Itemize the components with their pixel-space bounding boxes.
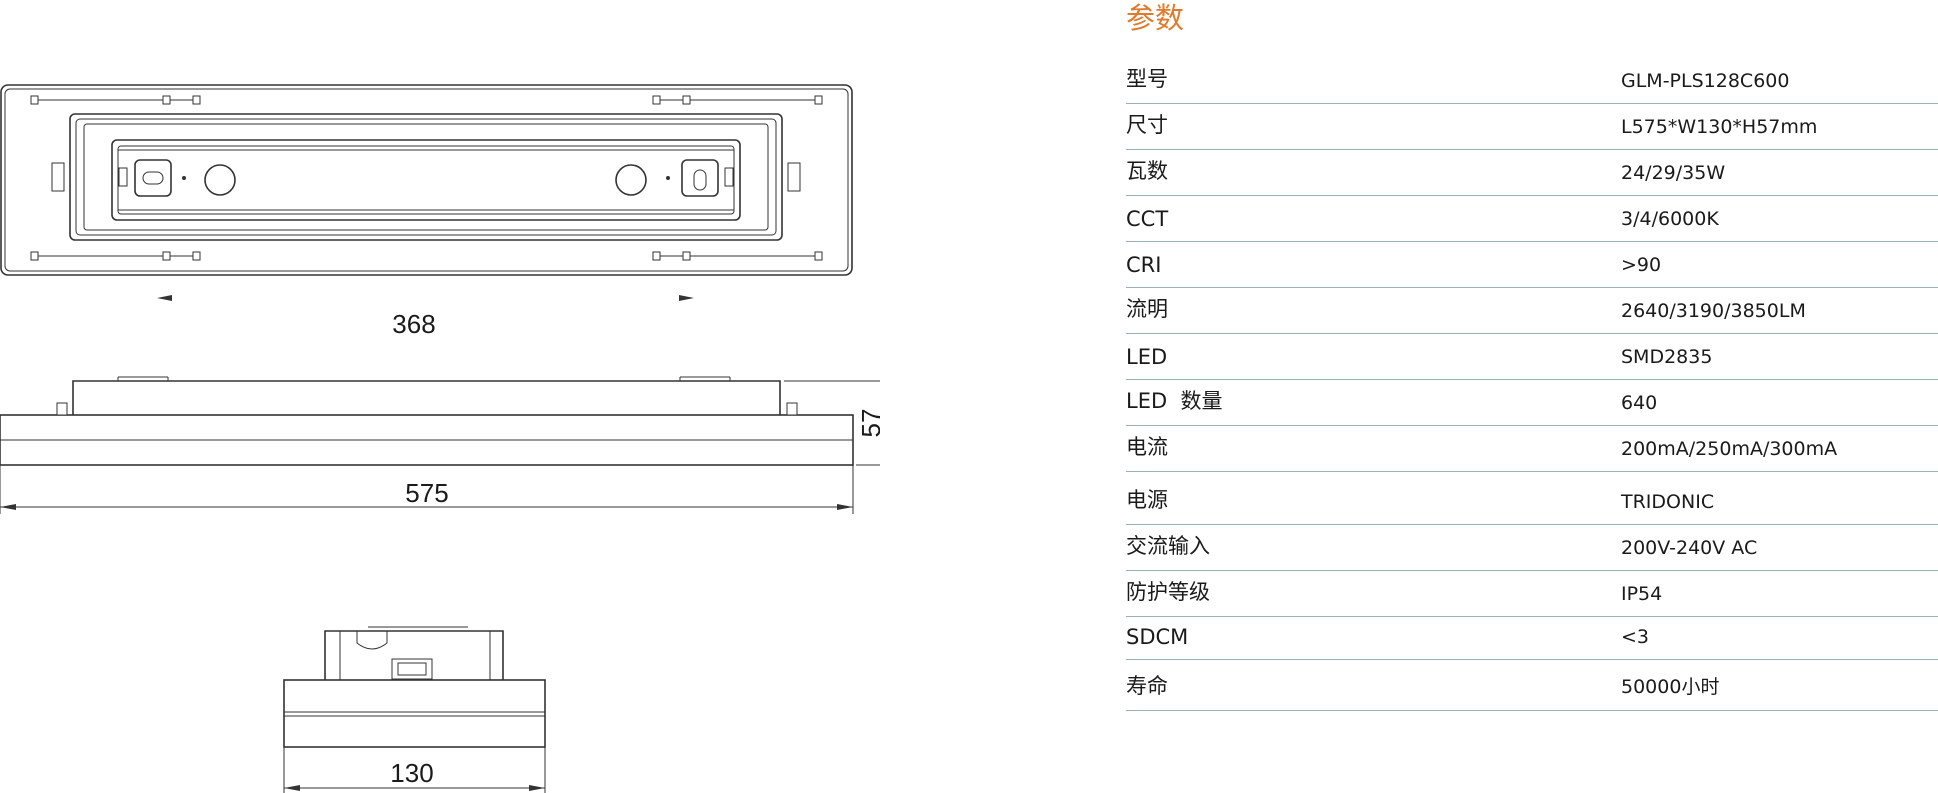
spec-key: 流明 [1126, 297, 1168, 321]
spec-table: 参数 型号 GLM-PLS128C600 尺寸 L575*W130*H57mm 瓦数… [1126, 0, 1938, 711]
side-view-height-label: 57 [856, 409, 880, 438]
spec-value: 640 [1621, 392, 1658, 414]
spec-row: 流明 2640/3190/3850LM [1126, 288, 1938, 334]
spec-value: 24/29/35W [1621, 162, 1726, 184]
spec-value: <3 [1621, 626, 1650, 648]
spec-key: 尺寸 [1126, 113, 1168, 137]
spec-value: 50000小时 [1621, 676, 1720, 698]
spec-value: >90 [1621, 254, 1662, 276]
spec-row: 瓦数 24/29/35W [1126, 150, 1938, 196]
spec-row: 尺寸 L575*W130*H57mm [1126, 104, 1938, 150]
spec-key: 电流 [1126, 435, 1168, 459]
spec-row: 电源 TRIDONIC [1126, 472, 1938, 525]
spec-row: 防护等级 IP54 [1126, 571, 1938, 617]
spec-row: CRI >90 [1126, 242, 1938, 288]
spec-value: 2640/3190/3850LM [1621, 300, 1806, 322]
spec-value: 200mA/250mA/300mA [1621, 438, 1838, 460]
spec-row: 寿命 50000小时 [1126, 660, 1938, 711]
spec-row: 型号 GLM-PLS128C600 [1126, 58, 1938, 104]
spec-key: 交流输入 [1126, 534, 1210, 558]
spec-key: 瓦数 [1126, 159, 1168, 183]
end-view-width-label: 130 [390, 758, 433, 788]
spec-row: LED SMD2835 [1126, 334, 1938, 380]
spec-row: 电流 200mA/250mA/300mA [1126, 426, 1938, 472]
spec-key: 型号 [1126, 67, 1168, 91]
spec-row: LED 数量 640 [1126, 380, 1938, 426]
spec-key: 防护等级 [1126, 580, 1210, 604]
spec-key: 寿命 [1126, 674, 1168, 698]
spec-value: TRIDONIC [1621, 491, 1715, 513]
top-view-dimension-label: 368 [392, 309, 435, 339]
end-view: 130 [283, 626, 546, 793]
side-view: 57 575 [0, 376, 880, 514]
spec-row: CCT 3/4/6000K [1126, 196, 1938, 242]
side-view-length-label: 575 [405, 478, 448, 508]
spec-key: SDCM [1126, 625, 1189, 649]
spec-value: SMD2835 [1621, 346, 1713, 368]
spec-key: CRI [1126, 253, 1162, 277]
spec-key: LED 数量 [1126, 389, 1223, 413]
top-view: 368 [0, 84, 853, 339]
spec-value: 3/4/6000K [1621, 208, 1719, 230]
spec-value: L575*W130*H57mm [1621, 116, 1818, 138]
spec-row: SDCM <3 [1126, 617, 1938, 660]
technical-drawings: 368 57 575 [0, 84, 880, 793]
spec-title: 参数 [1126, 1, 1185, 35]
spec-row: 交流输入 200V-240V AC [1126, 525, 1938, 571]
spec-key: CCT [1126, 207, 1169, 231]
spec-value: IP54 [1621, 583, 1663, 605]
top-fasteners [30, 95, 823, 261]
spec-key: LED [1126, 345, 1168, 369]
spec-value: 200V-240V AC [1621, 537, 1758, 559]
spec-value: GLM-PLS128C600 [1621, 70, 1790, 92]
spec-key: 电源 [1126, 488, 1168, 512]
